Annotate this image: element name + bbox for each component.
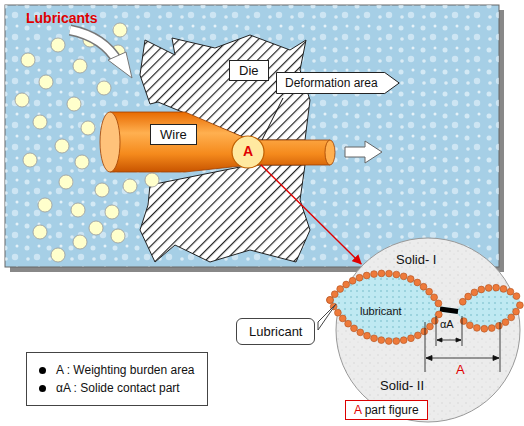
leader-line <box>262 98 283 140</box>
node-text: lubricant <box>360 305 402 317</box>
die-label-box: Die <box>229 60 269 81</box>
wire-body <box>110 112 330 172</box>
detail-circle <box>232 136 264 168</box>
node-text: Die <box>239 63 259 78</box>
node-text: A part figure <box>354 403 419 417</box>
node-text: αA <box>440 318 454 330</box>
legend-text: A : Weighting burden area <box>56 363 195 377</box>
bullet <box>39 367 46 374</box>
solid-contact <box>440 309 458 312</box>
die-lower <box>140 165 310 262</box>
zoom-arrow <box>261 165 361 264</box>
legend-box: A : Weighting burden area αA : Solide con… <box>26 352 208 406</box>
zoom-view: Solid- I lubricant αA A Solid- II <box>336 238 520 422</box>
caption-box: A part figure <box>345 400 428 420</box>
callout-tail <box>318 304 336 330</box>
wire-label-box: Wire <box>150 124 197 145</box>
drawing-direction-arrow <box>345 141 382 163</box>
feed-arrow-outline <box>70 30 118 62</box>
title-label: Lubricants <box>26 10 98 26</box>
callout-arrow-box: Deformation area <box>276 72 400 94</box>
node-text: Solid- I <box>396 252 436 267</box>
wire-exit-face <box>325 140 335 165</box>
feed-arrowhead <box>108 52 132 78</box>
detail-marker: A <box>232 136 264 168</box>
bubble-texture <box>5 5 499 267</box>
wire-end-face <box>100 112 120 172</box>
node-text: Lubricant <box>249 324 302 339</box>
node-text: Solid- II <box>380 378 424 393</box>
bath-panel <box>5 5 499 267</box>
node-text: Wire <box>160 127 187 142</box>
node-text: A <box>232 143 264 159</box>
bullet <box>39 385 46 392</box>
legend-text: αA : Solide contact part <box>56 381 180 395</box>
node-text: A <box>456 362 465 377</box>
legend-row: A : Weighting burden area <box>39 363 195 377</box>
node-text: Deformation area <box>285 76 378 90</box>
feed-arrow <box>70 30 118 62</box>
callout-box: Lubricant <box>236 318 315 345</box>
legend-row: αA : Solide contact part <box>39 381 195 395</box>
